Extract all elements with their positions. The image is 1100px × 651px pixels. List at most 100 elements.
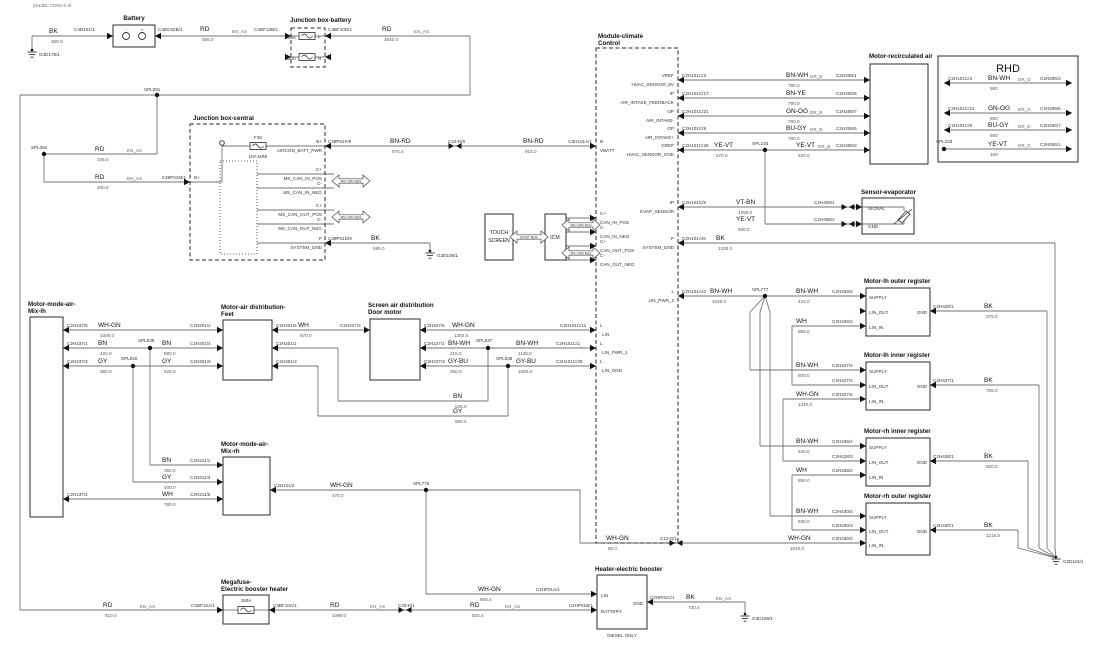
wire-name-label: BK [371,235,380,242]
connector-label: C2H211/3 [190,475,211,480]
pin-label: EVAP_SENSOR [640,209,675,214]
wire-name-label: GY [162,474,172,481]
connector-label: C12-D/1 [660,536,678,541]
component-title: Electric booster heater [221,586,289,593]
connector-arrow-icon [325,53,331,61]
pin-label: C+ [600,239,606,244]
pin-label: IP [670,91,674,96]
connector-label: C2H206/3 [1040,76,1061,81]
connector-arrow-icon [944,79,950,87]
wire-name-label: VT-BN [736,199,755,206]
wire-value-label: 1090.0 [332,613,346,618]
wire-tag-label: EN_AS [370,604,385,609]
pin-label: GND [868,224,879,229]
pin-label: SYSTEM_GND [642,245,674,250]
wire-value-label: 580.0 [164,351,176,356]
component-title: Feet [221,311,234,318]
wire-tag-label: DR_D [1018,107,1031,112]
pin-label: C+ [316,167,322,172]
motor-mode-air-mix-rh-box [222,456,271,516]
wire-name-label: BN-WH [448,340,470,347]
pin-label: 250A [285,56,297,61]
wire-name-label: RD [95,174,105,181]
wire-name-label: YE-VT [796,142,815,149]
wire-tag-label: DR_B [810,74,822,79]
pin-label: VBATT [600,148,615,153]
pin-label: + [141,27,144,32]
wire-tag-label: EN_AS [505,604,520,609]
pin-label: AIR_INTAKE- [646,118,674,123]
pin-label: AIR_INTAKE_FEEDBACK [620,100,675,105]
component-title: Motor-rh inner register [864,428,931,435]
wire-name-label: WH-GN [98,322,121,329]
pin-label: CAN_OUT_POS [600,248,634,253]
connector-label: C2H101C/9 [948,123,972,128]
connector-label: C2H237/1 [67,341,88,346]
connector-arrow-icon [678,76,684,84]
connector-arrow-icon [678,94,684,102]
connector-arrow-icon [420,344,426,352]
wire-value-label: 790.0 [788,83,800,88]
component-title: Motor-recirculated air [869,53,933,60]
connector-label: C2H206/7 [1040,123,1061,128]
connector-label: C2H101C/11 [560,323,587,328]
splice-label: SPL839 [138,338,155,343]
splice-node [423,487,429,493]
pin-label: - [125,27,127,32]
component-title: Sensor-evaporator [861,189,917,196]
connector-arrow-icon [590,214,596,222]
wire-value-label: 525.0 [455,404,467,409]
connector-label: C2H237/3 [67,359,88,364]
pin-label: OP [667,109,674,114]
wire-value-label: 380.0 [100,369,112,374]
connector-label: C2H406/2 [814,217,835,222]
module-climate-control-box [595,47,679,544]
connector-label: C2H201/1 [276,341,297,346]
connector-arrow-icon [860,471,866,479]
pin-label: 150A [241,598,253,603]
connector-arrow-icon [364,326,370,334]
pin-label: C+ [316,203,322,208]
ground-label: G2D115/1 [1063,559,1084,564]
splice-node [505,363,511,369]
connector-arrow-icon [856,203,862,211]
wire-name-label: GY [162,358,172,365]
pin-label: GND [917,529,928,534]
connector-arrow-icon [864,112,870,120]
connector-arrow-icon [1066,145,1072,153]
inline-connector-icon [677,540,683,546]
wire-value-label: 250.0 [450,369,462,374]
pin-label: IP [670,200,674,205]
splice-label: SPL081 [144,87,161,92]
junction-box-central-inner-box [219,160,258,255]
connector-label: C2H206/6 [836,126,857,131]
pin-label: LIN_OUT [869,384,889,389]
wire-name-label: BN-WH [796,438,818,445]
component-title: Heater-electric booster [595,566,663,573]
connector-arrow-icon [860,322,866,330]
wire-value-label: 755.0 [986,388,998,393]
pin-label: C- [600,225,605,230]
connector-label: C2H429/2 [832,319,853,324]
junction-box-battery-box [290,27,326,68]
connector-arrow-icon [217,606,223,614]
ground-icon [30,48,34,52]
connector-label: C2H227/5 [424,323,445,328]
wire-name-label: BU-GY [988,122,1009,129]
connector-arrow-icon [107,32,113,40]
connector-arrow-icon [325,142,331,150]
splice-label: SPL837 [476,338,493,343]
splice-node [941,146,947,152]
wire-name-label: BN [162,340,171,347]
wire-value-label: 3040.0 [384,37,398,42]
connector-arrow-icon [217,326,223,334]
wire-value-label: 865.0 [798,329,810,334]
wire-name-label: GY-BU [448,358,468,365]
wire-segment [759,295,766,313]
connector-label: C2H428/3 [832,454,853,459]
wire-name-label: GY-BU [516,358,536,365]
connector-arrow-icon [590,242,596,250]
wire-value-label: 890.0 [798,478,810,483]
connector-label: C2H227/1 [424,341,445,346]
wire-tag-label: EN_AS [232,29,247,34]
